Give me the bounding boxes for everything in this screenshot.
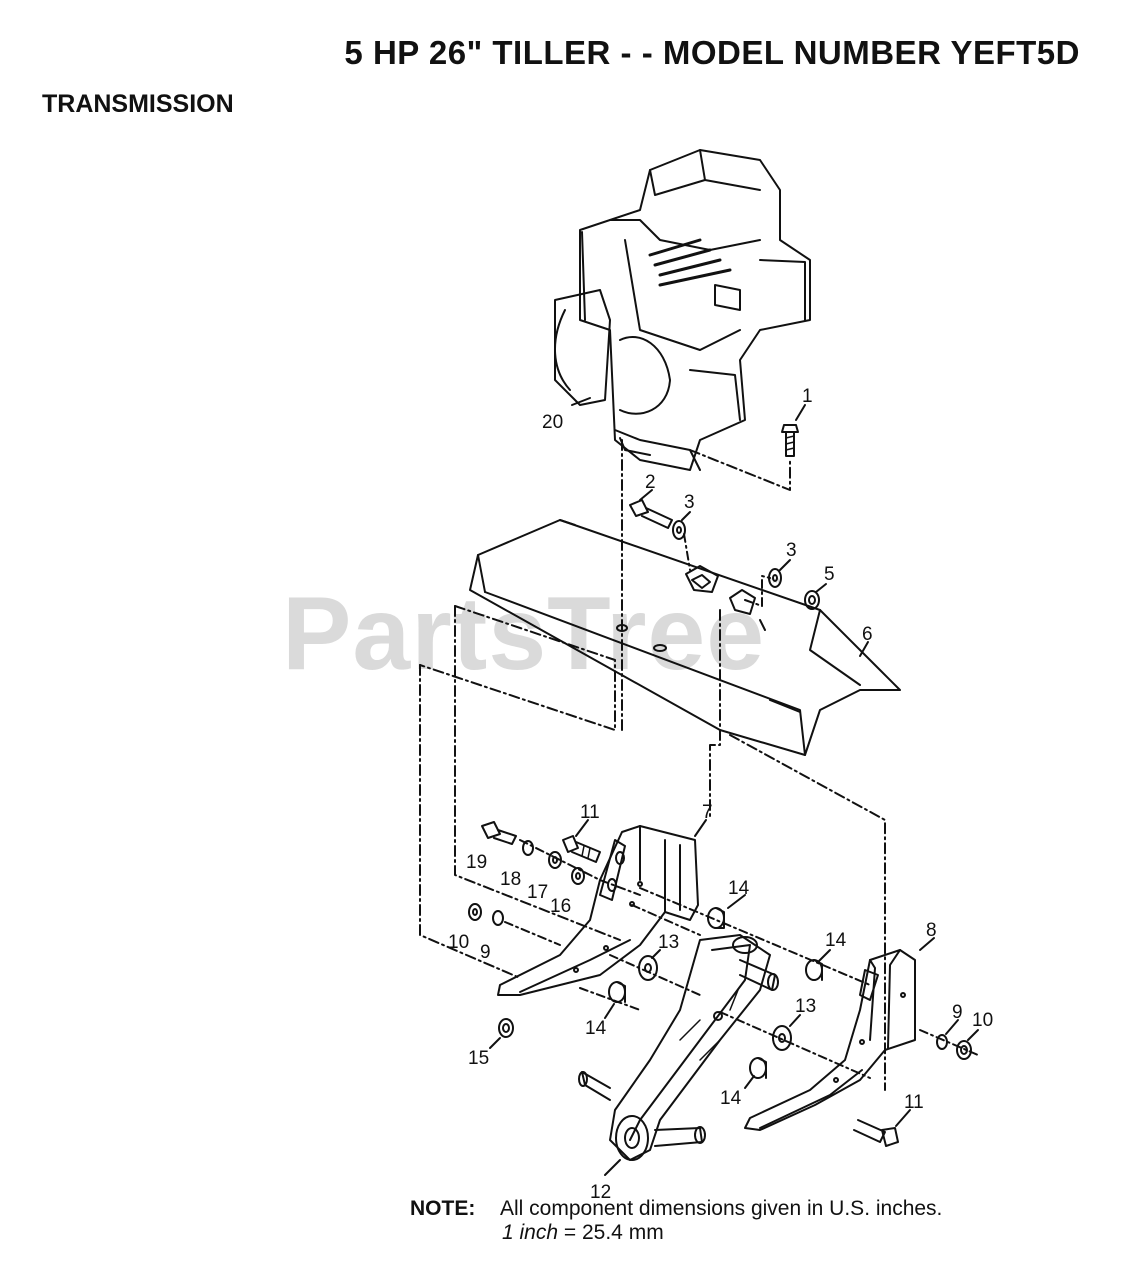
bolt-part-19	[481, 821, 517, 845]
callout-13a: 13	[658, 932, 679, 953]
bolt-part-1	[781, 424, 799, 457]
callout-8: 8	[926, 920, 937, 941]
note-text: All component dimensions given in U.S. i…	[500, 1197, 943, 1220]
bushing-part-14a	[707, 907, 725, 929]
dimension-note: NOTE: All component dimensions given in U…	[410, 1197, 942, 1245]
callout-6: 6	[862, 624, 873, 645]
callout-1: 1	[802, 386, 813, 407]
diagram-title: 5 HP 26" TILLER - - MODEL NUMBER YEFT5D	[344, 34, 1080, 71]
callout-3b: 3	[786, 540, 797, 561]
callout-19: 19	[466, 852, 487, 873]
bushing-part-14c	[805, 959, 823, 981]
callout-3a: 3	[684, 492, 695, 513]
bushing-part-14b	[608, 981, 626, 1003]
note-conversion-unit: 1 inch	[502, 1221, 559, 1244]
callout-15: 15	[468, 1048, 489, 1069]
bolt-part-11b	[853, 1119, 899, 1147]
callout-9a: 9	[480, 942, 491, 963]
callout-13b: 13	[795, 996, 816, 1017]
bracket-part-8	[744, 949, 916, 1131]
callout-11b: 11	[904, 1092, 924, 1113]
washer-part-16	[571, 867, 585, 885]
bolt-part-11a	[562, 835, 601, 863]
nut-part-5	[804, 590, 820, 610]
callout-9b: 9	[952, 1002, 963, 1023]
note-conversion: 1 inch = 25.4 mm	[410, 1221, 942, 1245]
callout-14c: 14	[825, 930, 847, 951]
callout-5: 5	[824, 564, 835, 585]
callout-14b: 14	[585, 1018, 607, 1039]
bracket-part-7	[497, 825, 699, 996]
callout-14a: 14	[728, 878, 750, 899]
callout-10a: 10	[448, 932, 469, 953]
nut-part-10b	[956, 1040, 972, 1060]
callout-16: 16	[550, 896, 571, 917]
callout-2: 2	[645, 472, 656, 493]
bushing-part-14d	[749, 1057, 767, 1079]
engine-part-20	[554, 149, 811, 471]
washer-part-18	[522, 840, 534, 856]
note-label: NOTE:	[410, 1197, 476, 1220]
transmission-part-12	[578, 934, 779, 1161]
callout-10b: 10	[972, 1010, 993, 1031]
section-title: TRANSMISSION	[42, 90, 234, 118]
nut-part-10a	[468, 903, 482, 921]
callout-7: 7	[702, 802, 713, 823]
callout-17: 17	[527, 882, 548, 903]
callout-12: 12	[590, 1182, 611, 1203]
washer-part-17	[548, 851, 562, 869]
washer-part-9a	[492, 910, 504, 926]
callout-20: 20	[542, 412, 563, 433]
callout-labels: 1 2 3 3 5 6 7 8 9 9 10 10 11 11 12 13 13…	[448, 386, 993, 1203]
bolt-part-2	[629, 499, 673, 529]
nut-part-15	[498, 1018, 514, 1038]
callout-14d: 14	[720, 1088, 742, 1109]
note-conversion-value: = 25.4 mm	[563, 1221, 664, 1244]
callout-11a: 11	[580, 802, 600, 823]
tine-shield-part-6	[469, 519, 901, 756]
callout-18: 18	[500, 869, 521, 890]
washer-part-13a	[638, 955, 658, 981]
washer-part-13b	[772, 1025, 792, 1051]
washer-part-3a	[672, 520, 686, 540]
